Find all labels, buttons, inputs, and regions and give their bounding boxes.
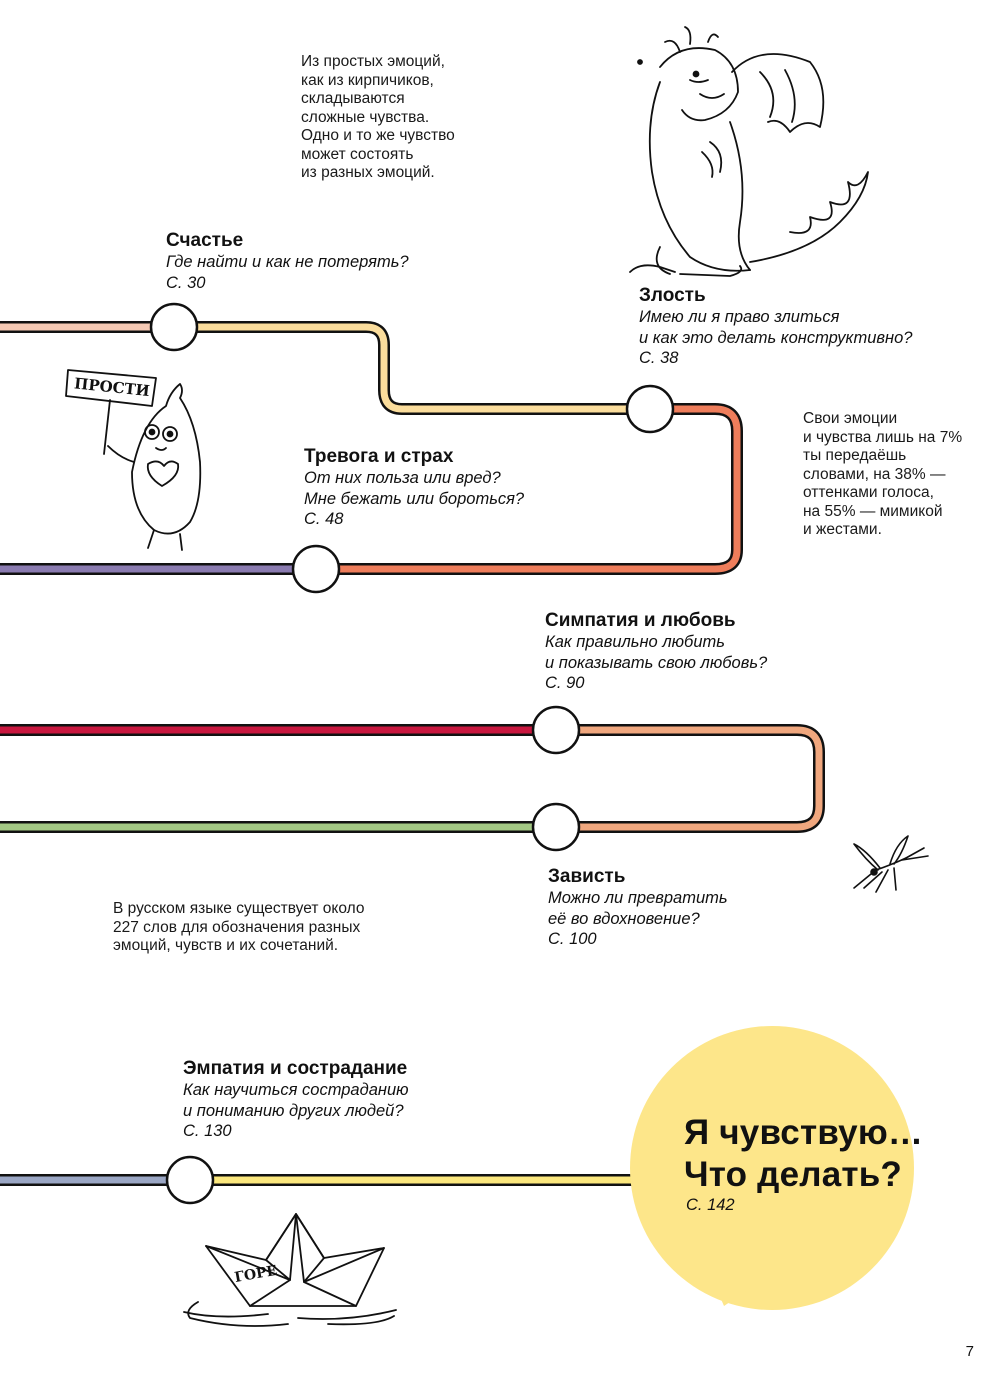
station-subtitle: Где найти и как не потерять? — [166, 253, 409, 271]
station-label-empathy[interactable]: Эмпатия и сострадание Как научиться сост… — [183, 1058, 409, 1142]
line-segment-light-yellow — [174, 321, 650, 415]
station-subtitle: Как научиться состраданию и пониманию др… — [183, 1081, 409, 1120]
station-label-envy[interactable]: Зависть Можно ли превратить её во вдохно… — [548, 866, 728, 950]
station-page: С. 38 — [639, 349, 679, 367]
station-page: С. 130 — [183, 1122, 232, 1140]
station-subtitle: От них польза или вред? Мне бежать или б… — [304, 469, 525, 508]
station-page: С. 90 — [545, 674, 585, 692]
station-subtitle: Как правильно любить и показывать свою л… — [545, 633, 768, 672]
station-envy[interactable] — [531, 802, 581, 852]
station-page: С. 100 — [548, 930, 597, 948]
final-title[interactable]: Я чувствую… Что делать? — [684, 1113, 924, 1194]
station-label-anger[interactable]: Злость Имею ли я право злиться и как это… — [639, 285, 912, 369]
station-title: Счастье — [166, 230, 244, 251]
station-subtitle: Имею ли я право злиться и как это делать… — [639, 308, 913, 347]
station-title: Симпатия и любовь — [545, 610, 736, 631]
station-label-happiness[interactable]: Счастье Где найти и как не потерять? С. … — [166, 230, 409, 293]
station-love[interactable] — [531, 705, 581, 755]
note-intro: Из простых эмоций, как из кирпичиков, ск… — [301, 53, 455, 181]
station-title: Зависть — [548, 866, 626, 887]
station-label-anxiety[interactable]: Тревога и страх От них польза или вред? … — [304, 446, 524, 530]
station-label-love[interactable]: Симпатия и любовь Как правильно любить и… — [545, 610, 767, 694]
note-communication: Свои эмоции и чувства лишь на 7% ты пере… — [803, 410, 963, 538]
station-title: Тревога и страх — [304, 446, 454, 467]
boat-text: ГОРЕ — [233, 1263, 278, 1286]
line-segment-salmon — [556, 724, 825, 833]
station-anxiety[interactable] — [291, 544, 341, 594]
station-subtitle: Можно ли превратить её во вдохновение? — [548, 889, 728, 928]
paper-boat-illustration: ГОРЕ — [183, 1213, 397, 1327]
mosquito-illustration — [853, 835, 929, 893]
station-title: Злость — [639, 285, 706, 306]
page-number: 7 — [965, 1343, 974, 1360]
dragon-illustration — [629, 26, 869, 277]
line-segment-light-yellow-fill — [174, 323, 650, 413]
station-happiness[interactable] — [149, 302, 199, 352]
station-page: С. 30 — [166, 273, 206, 292]
station-empathy[interactable] — [165, 1155, 215, 1205]
line-segment-salmon-fill — [556, 726, 823, 831]
final-page: С. 142 — [686, 1196, 735, 1214]
station-page: С. 48 — [304, 510, 344, 528]
final-speech-bubble — [630, 1026, 914, 1310]
line-segment-orange-fill — [316, 405, 741, 573]
note-words: В русском языке существует около 227 сло… — [113, 900, 365, 954]
station-title: Эмпатия и сострадание — [183, 1058, 408, 1079]
station-anger[interactable] — [625, 384, 675, 434]
banana-illustration: ПРОСТИ — [65, 369, 202, 551]
